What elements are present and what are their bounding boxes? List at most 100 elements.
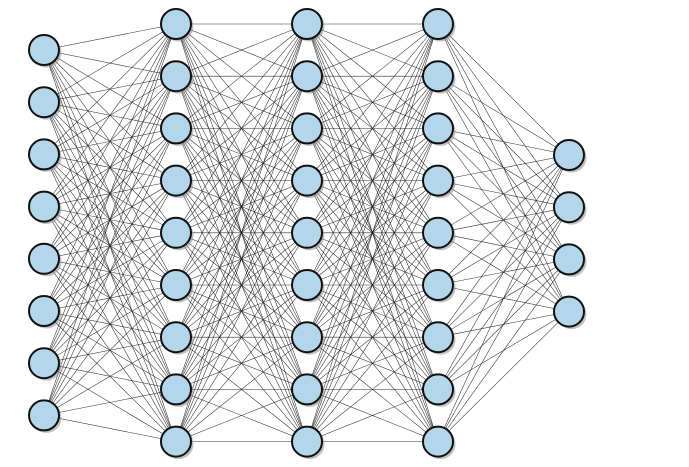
neuron-node: [28, 399, 60, 432]
connection-edge: [175, 23, 308, 129]
neuron-node: [422, 373, 454, 406]
neuron-node: [160, 269, 192, 301]
neuron-node: [291, 60, 323, 93]
neuron-node: [291, 8, 323, 40]
connection-edge: [175, 389, 308, 442]
connection-edge: [43, 415, 177, 442]
connection-edge: [306, 389, 439, 442]
connection-edge: [175, 23, 308, 338]
neuron-node: [28, 138, 60, 171]
neuron-node: [422, 269, 454, 301]
connection-edge: [306, 180, 439, 442]
neuron-node: [28, 34, 60, 66]
neuron-node: [291, 164, 323, 197]
input-layer: [28, 34, 62, 433]
connection-edge: [43, 23, 177, 259]
hidden-layer-3: [422, 8, 456, 460]
connection-edge: [43, 23, 177, 416]
connection-edge: [437, 75, 570, 156]
neuron-node: [160, 60, 192, 93]
connection-edge: [306, 23, 439, 181]
neuron-node: [422, 8, 454, 40]
connection-edge: [175, 23, 308, 286]
connection-edge: [43, 180, 177, 416]
neuron-node: [291, 112, 323, 145]
connection-edge: [437, 154, 570, 181]
connection-edge: [306, 232, 439, 442]
neuron-node: [28, 242, 60, 275]
connection-edge: [437, 23, 570, 156]
connection-edge: [175, 23, 308, 181]
connection-edge: [43, 23, 177, 155]
connection-edge: [306, 23, 439, 442]
neuron-node: [28, 347, 60, 380]
neuron-node: [160, 164, 192, 197]
connection-edge: [175, 23, 308, 390]
neuron-node: [160, 425, 192, 458]
neuron-node: [553, 295, 585, 328]
connection-edge: [175, 76, 308, 442]
connection-edge: [437, 207, 570, 442]
neuron-node: [291, 425, 323, 458]
connection-edge: [306, 23, 439, 286]
connection-edge: [175, 23, 308, 442]
neuron-node: [422, 60, 454, 93]
neuron-node: [422, 164, 454, 197]
connection-edge: [43, 23, 177, 51]
connection-edge: [175, 336, 308, 442]
connection-edge: [437, 128, 570, 156]
connection-edge: [306, 284, 439, 442]
neuron-node: [553, 191, 585, 224]
neuron-node: [291, 269, 323, 301]
connection-edge: [437, 154, 570, 442]
connection-edge: [437, 311, 570, 442]
connection-edge: [43, 23, 177, 207]
neuron-node: [160, 321, 192, 354]
connection-edge: [437, 154, 570, 390]
neuron-node: [422, 112, 454, 145]
connection-edge: [175, 23, 308, 233]
neuron-node: [28, 86, 60, 119]
neuron-node: [160, 373, 192, 406]
neuron-node: [28, 190, 60, 223]
neuron-node: [160, 216, 192, 249]
connection-edge: [175, 232, 308, 442]
neuron-node: [160, 112, 192, 145]
connection-edge: [43, 76, 177, 416]
connection-edge: [306, 23, 439, 338]
neuron-node: [422, 321, 454, 354]
connection-edge: [43, 23, 177, 103]
connection-edge: [437, 259, 570, 442]
neuron-node: [160, 8, 192, 40]
connection-edge: [306, 336, 439, 442]
connection-edge: [306, 23, 439, 233]
connection-edge: [175, 180, 308, 442]
connection-edge: [306, 76, 439, 442]
hidden-layer-1: [160, 8, 194, 460]
connection-edge: [437, 154, 570, 338]
neuron-node: [28, 295, 60, 327]
connection-edge: [43, 336, 177, 416]
connection-edge: [43, 23, 177, 312]
neuron-node: [291, 216, 323, 249]
hidden-layer-2: [291, 8, 325, 460]
neuron-node: [422, 425, 454, 458]
connection-edge: [306, 23, 439, 77]
connection-edge: [437, 154, 570, 234]
connection-edge: [43, 23, 177, 364]
neurons: [28, 8, 587, 460]
output-layer: [553, 139, 587, 330]
connection-edge: [306, 128, 439, 442]
neuron-node: [422, 216, 454, 249]
connection-edge: [43, 128, 177, 416]
connection-edge: [437, 154, 570, 286]
neuron-node: [291, 373, 323, 406]
connection-edge: [175, 128, 308, 442]
neuron-node: [553, 243, 585, 276]
neuron-node: [291, 321, 323, 354]
connection-edge: [306, 23, 439, 129]
connection-edge: [43, 232, 177, 416]
connection-edge: [175, 284, 308, 442]
connection-edge: [43, 284, 177, 416]
